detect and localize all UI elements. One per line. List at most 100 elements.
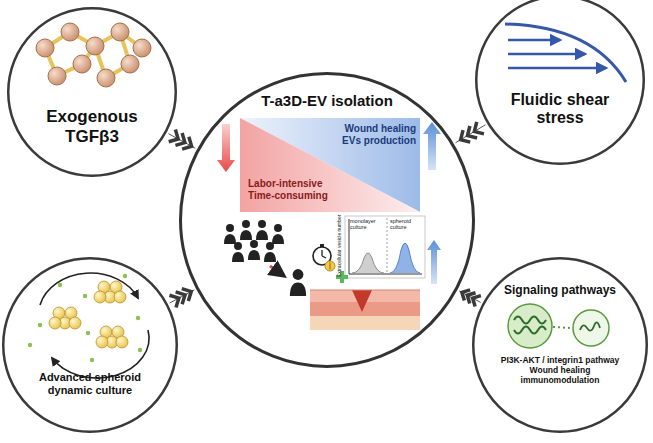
chevron-arrowhead (461, 130, 471, 142)
process-circle-outline (179, 72, 475, 368)
node-heading: T-a3D-EV isolation (237, 92, 417, 109)
chevron-arrowhead (176, 292, 185, 304)
ev-chart-part (345, 216, 425, 278)
stopwatch-icon (313, 244, 335, 271)
molecule-balls-part (36, 39, 54, 57)
factor-circle-outline (475, 0, 645, 165)
factor-circle: Fluidic shear stress (475, 0, 645, 165)
medium-dots-part (90, 358, 94, 362)
decrease-arrow (217, 124, 235, 172)
node-heading: Advanced spheroid dynamic culture (28, 371, 152, 396)
spheroid-cluster-part (94, 291, 106, 303)
medium-dots-part (38, 323, 42, 327)
chevron-arrowhead (175, 133, 184, 145)
dna-icon-part (514, 327, 546, 334)
chevron-arrowhead (467, 293, 475, 304)
dna-icon-part (514, 317, 546, 324)
medium-dots-part (86, 331, 90, 335)
ev-chart-part (387, 218, 388, 273)
chevron-arrowhead (474, 122, 484, 134)
shear-flow-part (508, 67, 606, 70)
medium-dots-part (138, 348, 142, 352)
increase-arrow (427, 240, 441, 284)
factor-circle-outline (7, 7, 177, 177)
dynamic-flow (40, 273, 149, 378)
increase-arrow-part (423, 122, 441, 170)
medium-dots-part (58, 283, 62, 287)
factor-circle-outline (2, 257, 178, 433)
connector-group (168, 129, 195, 149)
node-heading: Exogenous TGFβ3 (37, 107, 147, 146)
node-heading: Signaling pathways (495, 284, 625, 298)
triangle-band (240, 118, 420, 212)
spheroid-cluster-part (49, 317, 61, 329)
process-circle: Wound healing EVs productionLabor-intens… (179, 72, 475, 368)
medium-dots-part (136, 316, 140, 320)
chevron-arrowhead (182, 289, 191, 301)
crowd-icon-part (232, 242, 244, 262)
node-heading: Fluidic shear stress (500, 91, 620, 128)
stopwatch-icon-part (322, 250, 326, 258)
wound-skin-part (310, 316, 420, 330)
spheroid-cluster-part (114, 291, 126, 303)
crowd-icon-part (224, 224, 236, 244)
dynamic-flow-part (40, 273, 138, 305)
stopwatch-icon-part (330, 263, 331, 270)
circle-outline (3, 258, 177, 432)
ev-chart-part (390, 243, 420, 273)
circle-outline (181, 74, 474, 367)
chevron-arrowhead (169, 129, 178, 141)
spheroid-cluster-part (116, 336, 128, 348)
single-person-icon-part (290, 269, 306, 296)
circle-outline (476, 0, 644, 164)
wound-skin (310, 290, 420, 330)
stopwatch-icon-part (325, 261, 335, 271)
medium-dots-part (123, 274, 127, 278)
connector-group (459, 290, 481, 307)
connector-group (456, 122, 486, 143)
decrease-arrow-part (217, 124, 235, 172)
increase-arrow-part (427, 240, 441, 284)
ev-chart-part (349, 219, 422, 274)
spheroid-cluster (49, 281, 128, 348)
factor-circle: Exogenous TGFβ3 (7, 7, 177, 177)
wound-skin-part (352, 290, 372, 312)
vesicle-icon-part (573, 310, 609, 346)
node-body: PI3K-AKT / integrin1 pathway Wound heali… (492, 356, 628, 385)
series-label: spheroid culture (390, 218, 424, 230)
stopwatch-icon-part (320, 244, 324, 247)
axis-label: Extracellular vesicle number (337, 209, 343, 283)
shear-flow-part (508, 53, 585, 56)
factor-circle: Signaling pathwaysPI3K-AKT / integrin1 p… (472, 257, 648, 433)
wound-skin-part (310, 290, 420, 291)
single-person-icon (290, 269, 306, 296)
molecule-balls-part (73, 55, 91, 73)
molecule-balls-part (97, 69, 115, 87)
crowd-icon-part (240, 220, 252, 240)
chevron-arrowhead (169, 295, 178, 307)
chevron-arrowhead (468, 126, 478, 138)
crowd-icon-part (256, 220, 268, 240)
reduction-arrow (270, 266, 284, 276)
circle-outline (8, 8, 176, 176)
dynamic-flow-part (52, 330, 149, 378)
shear-flow (505, 24, 626, 82)
ev-chart (345, 216, 425, 278)
crowd-icon-part (272, 224, 284, 244)
node-heading: Wound healing EVs production (330, 123, 416, 146)
factor-circle: Advanced spheroid dynamic culture (2, 257, 178, 433)
decrease-band: Labor-intensive Time-consuming (240, 118, 420, 212)
dna-icon (508, 304, 552, 348)
chevron-arrowhead (182, 137, 191, 149)
reduction-arrow-part (270, 266, 284, 276)
molecule-balls-part (133, 39, 151, 57)
vesicle-icon-part (580, 322, 600, 330)
medium-dots-part (28, 343, 32, 347)
series-label: monolayer culture (350, 218, 384, 230)
shear-flow-part (508, 39, 560, 42)
connector-group (169, 289, 194, 308)
spheroid-cluster-part (96, 336, 108, 348)
node-heading: Labor-intensive Time-consuming (248, 178, 338, 201)
